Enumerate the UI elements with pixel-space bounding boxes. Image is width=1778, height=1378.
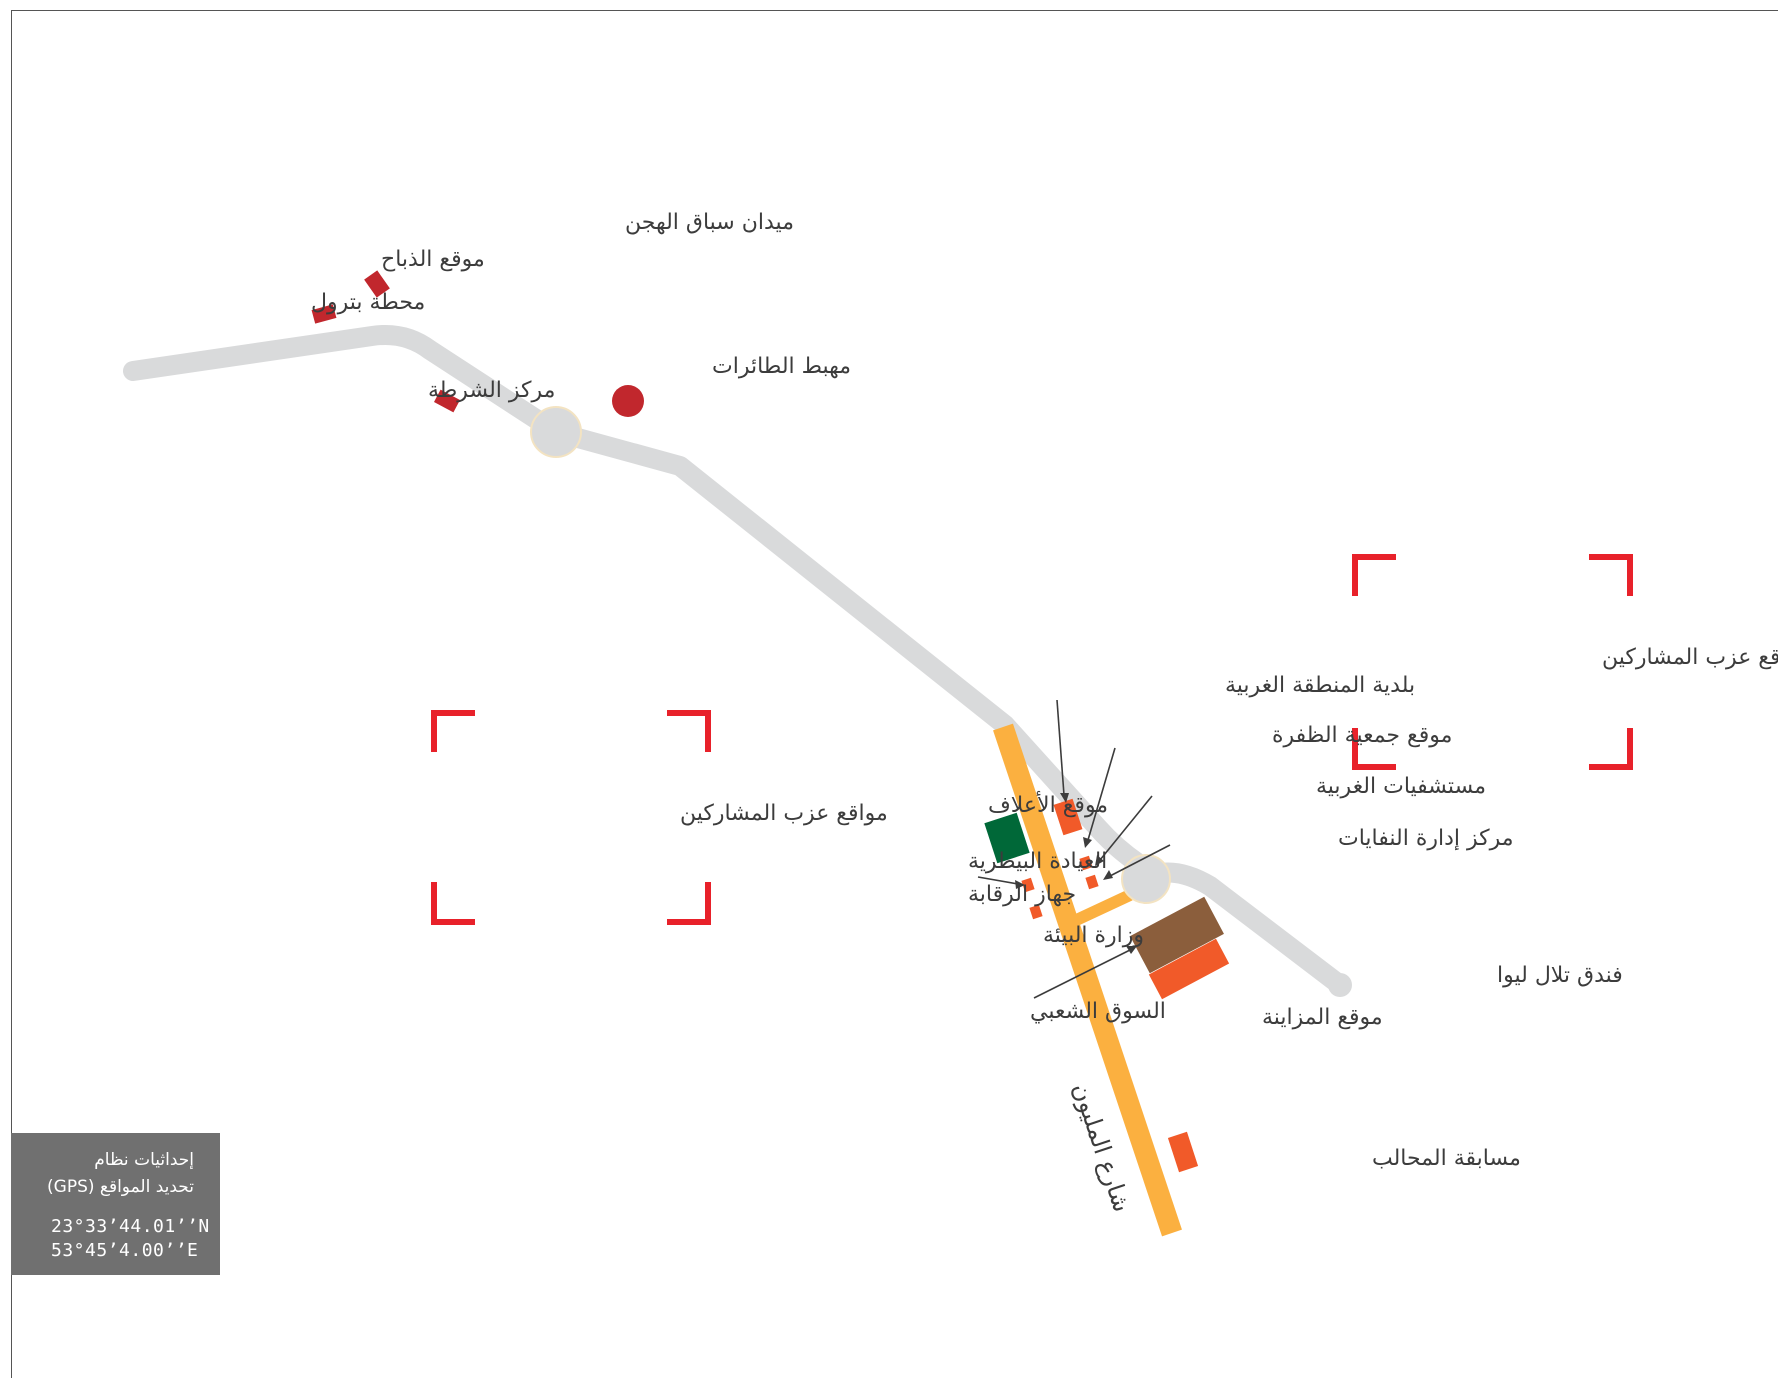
- roundabout-south: [1121, 854, 1171, 904]
- street-connector: [1067, 889, 1133, 929]
- label-control-authority: جهاز الرقابة: [968, 882, 1076, 907]
- label-slaughterhouse: موقع الذباح: [381, 247, 485, 272]
- label-liwa-hotel: فندق تلال ليوا: [1497, 963, 1623, 988]
- label-mazayna-site: موقع المزاينة: [1262, 1005, 1383, 1030]
- fodder-marker: [984, 812, 1030, 864]
- label-popular-souq: السوق الشعبي: [1030, 999, 1166, 1024]
- map-frame: [11, 10, 1778, 1378]
- label-mahaleb-contest: مسابقة المحالب: [1372, 1146, 1521, 1171]
- main-road: [123, 325, 1350, 995]
- leader-lines: [977, 699, 1171, 999]
- roundabout-north: [530, 406, 582, 458]
- label-petrol-station: محطة بترول: [311, 290, 425, 315]
- camps-right-brackets: [1352, 554, 1633, 770]
- gps-coords: 23°33’44.01’’N 53°45’4.00’’E: [51, 1215, 210, 1263]
- hotel-point: [1328, 973, 1352, 997]
- label-fodder-site: موقع الأعلاف: [988, 791, 1108, 818]
- police-station-marker: [434, 389, 460, 413]
- label-camel-race-track: ميدان سباق الهجن: [625, 210, 794, 235]
- mazayna-marker: [1148, 938, 1230, 1000]
- label-vet-clinic: العيادة البيطرية: [968, 849, 1107, 874]
- gps-latitude: 23°33’44.01’’N: [51, 1216, 210, 1237]
- label-dhafra-association: موقع جمعية الظفرة: [1272, 723, 1452, 748]
- gps-title-line2: تحديد المواقع (GPS): [47, 1177, 194, 1197]
- label-environment-ministry: وزارة البيئة: [1043, 923, 1144, 948]
- label-waste-management: مركز إدارة النفايات: [1338, 826, 1514, 851]
- label-camps-left: مواقع عزب المشاركين: [680, 801, 888, 826]
- gps-coordinates-box: إحداثيات نظام تحديد المواقع (GPS) 23°33’…: [11, 1133, 220, 1275]
- gps-longitude: 53°45’4.00’’E: [51, 1240, 199, 1261]
- leader-arrowheads: [1015, 793, 1137, 954]
- hospitals-marker: [1085, 874, 1099, 890]
- vet-clinic-marker: [1021, 877, 1035, 893]
- camps-left-brackets: [431, 710, 711, 925]
- label-western-municipality: بلدية المنطقة الغربية: [1225, 673, 1415, 698]
- municipality-marker: [1053, 798, 1083, 836]
- petrol-station-marker: [311, 304, 337, 324]
- label-police-station: مركز الشرطة: [428, 378, 555, 403]
- label-western-hospitals: مستشفيات الغربية: [1316, 774, 1486, 799]
- gps-title: إحداثيات نظام تحديد المواقع (GPS): [47, 1147, 194, 1201]
- souq-marker: [1130, 896, 1224, 974]
- helipad-marker: [612, 385, 644, 417]
- million-street: [993, 723, 1182, 1237]
- label-helipad: مهبط الطائرات: [712, 354, 851, 379]
- label-camps-right: مواقع عزب المشاركين: [1602, 645, 1778, 670]
- slaughterhouse-marker: [364, 270, 390, 298]
- mahaleb-marker: [1167, 1131, 1199, 1173]
- control-authority-marker: [1029, 904, 1043, 920]
- dhafra-marker: [1079, 855, 1093, 871]
- gps-title-line1: إحداثيات نظام: [94, 1150, 194, 1170]
